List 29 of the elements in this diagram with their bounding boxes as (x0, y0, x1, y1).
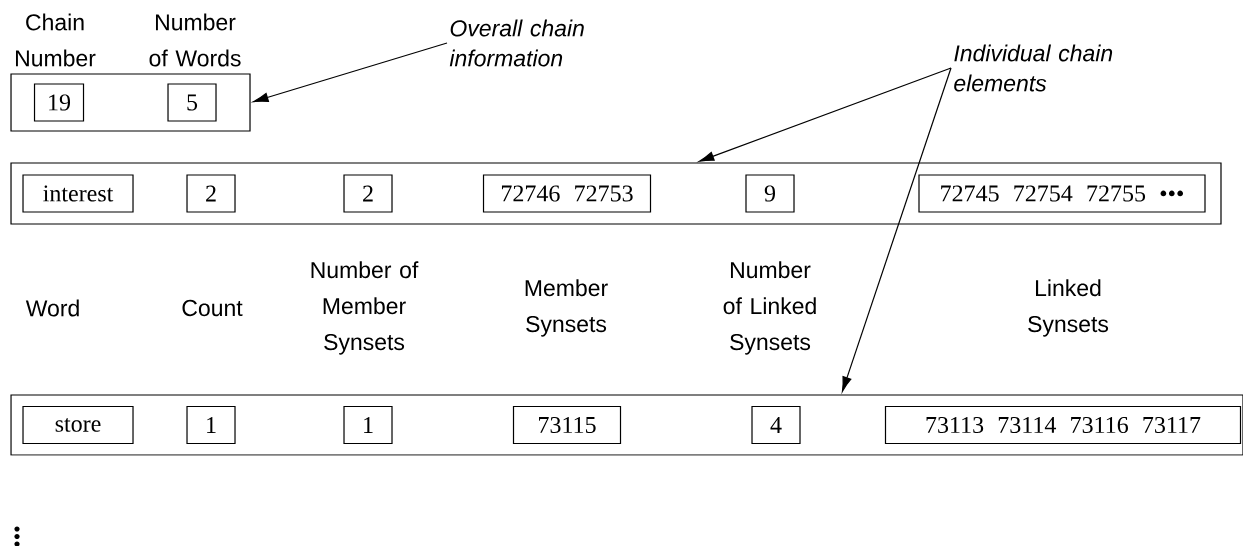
record-box (10, 73, 251, 132)
column-header: Word (25, 299, 79, 317)
value-cell: 4 (751, 405, 801, 445)
arrow (841, 67, 952, 392)
arrow (698, 67, 952, 162)
column-header: Number of Member Synsets (311, 261, 419, 355)
value-cell: 72746 72753 (482, 174, 652, 213)
record-box (10, 162, 1222, 225)
value-cell: 19 (33, 83, 85, 122)
value-cell: interest (22, 174, 134, 213)
value-cell: 5 (167, 83, 217, 122)
annotation-text: Individual chain elements (954, 44, 1113, 92)
column-header: Number of Linked Synsets (723, 261, 816, 355)
column-header: Number of Words (149, 13, 241, 67)
column-header: Linked Synsets (1028, 279, 1109, 337)
value-cell: store (22, 405, 134, 445)
value-cell: 72745 72754 72755 ••• (918, 174, 1206, 213)
value-cell: 1 (186, 405, 236, 445)
column-header: Member Synsets (525, 279, 608, 337)
value-cell: 73113 73114 73116 73117 (884, 405, 1242, 445)
column-header: Count (182, 299, 243, 317)
column-header: Chain Number (16, 13, 96, 67)
value-cell: 2 (343, 174, 393, 213)
annotation-text: Overall chain information (449, 19, 584, 67)
value-cell: 73115 (512, 405, 622, 445)
value-cell: 1 (343, 405, 393, 445)
value-cell: 2 (186, 174, 236, 213)
record-box (10, 394, 1243, 456)
value-cell: 9 (745, 174, 795, 213)
